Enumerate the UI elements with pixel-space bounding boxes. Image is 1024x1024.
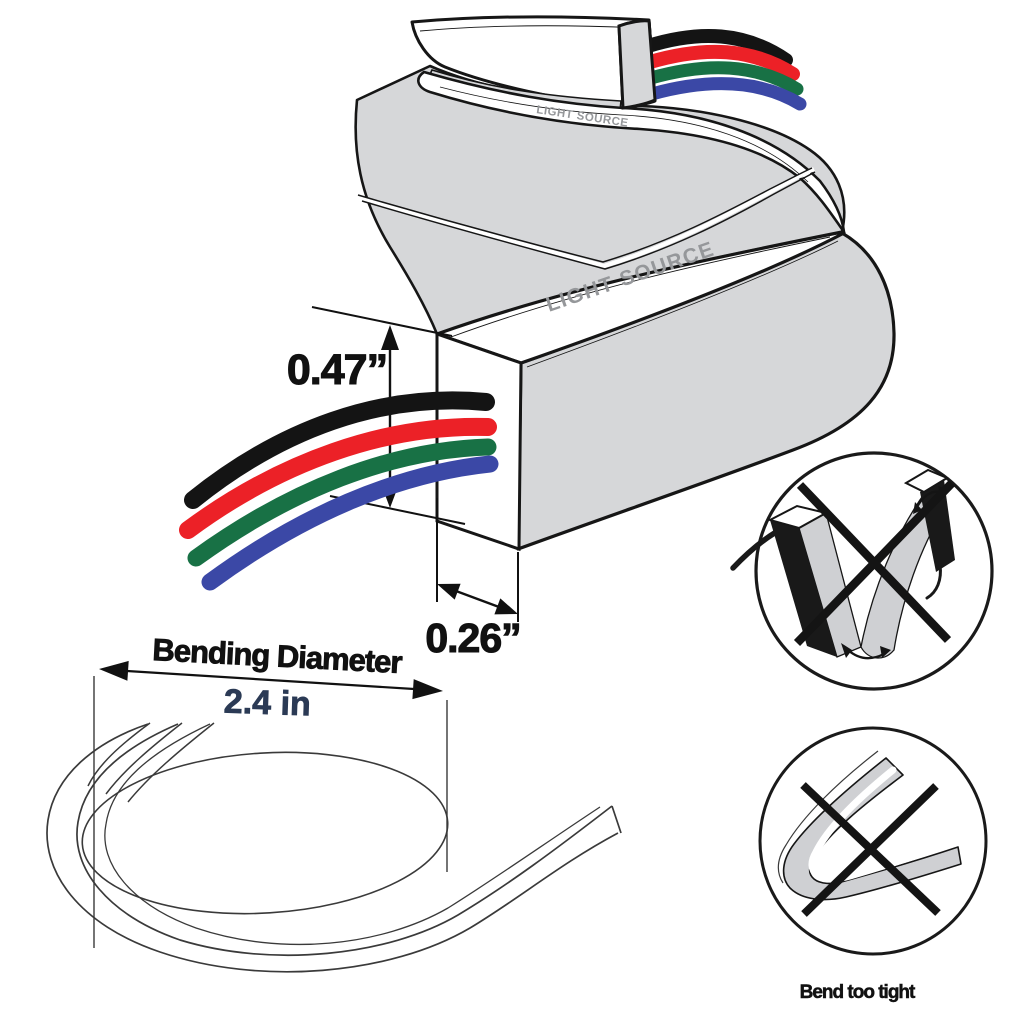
coil-tail-end [611, 805, 622, 834]
rgb-wires-front [179, 391, 499, 591]
strip-middle-sliver [357, 167, 816, 270]
prohibition-x-icon [800, 782, 941, 917]
strip-far-end-cover [617, 19, 657, 110]
height-dimension: 0.47” [286, 306, 466, 525]
strip-upper-band-bevel [439, 86, 809, 183]
width-dimension: 0.26” [425, 498, 522, 662]
bending-diameter-title: Bending Diameter [152, 632, 404, 680]
wire-green [644, 61, 804, 96]
rgb-wires-far [617, 19, 807, 111]
neon-strip: LIGHT SOURCE LIGHT SOURCE [354, 15, 896, 552]
mini-strip-top-right [903, 468, 950, 494]
coil-illustration [46, 722, 622, 973]
wire-blue [645, 77, 807, 111]
wire-blue [201, 455, 499, 591]
width-dimension-label: 0.26” [425, 615, 520, 661]
wire-red [179, 417, 497, 539]
height-dimension-label: 0.47” [287, 346, 387, 394]
no-sideways-bend-circle [730, 451, 994, 691]
strip-wall-bevel [526, 240, 839, 368]
bending-diameter-value: 2.4 in [223, 683, 311, 724]
tight-bend-label: Bend too tight [800, 982, 916, 1003]
wire-black [184, 391, 495, 509]
coil-inner-edge [81, 751, 449, 915]
wire-green [187, 438, 497, 567]
tight-bend-outer-line [777, 750, 879, 884]
strip-top-face-bevel [450, 236, 831, 338]
no-tight-bend-circle: Bend too tight [758, 726, 988, 1003]
wire-black [641, 28, 793, 67]
wire-red [643, 44, 800, 81]
prohibition-x-icon [793, 480, 956, 646]
twist-arrow-bottom [841, 643, 891, 660]
mini-wire-right [925, 563, 942, 600]
